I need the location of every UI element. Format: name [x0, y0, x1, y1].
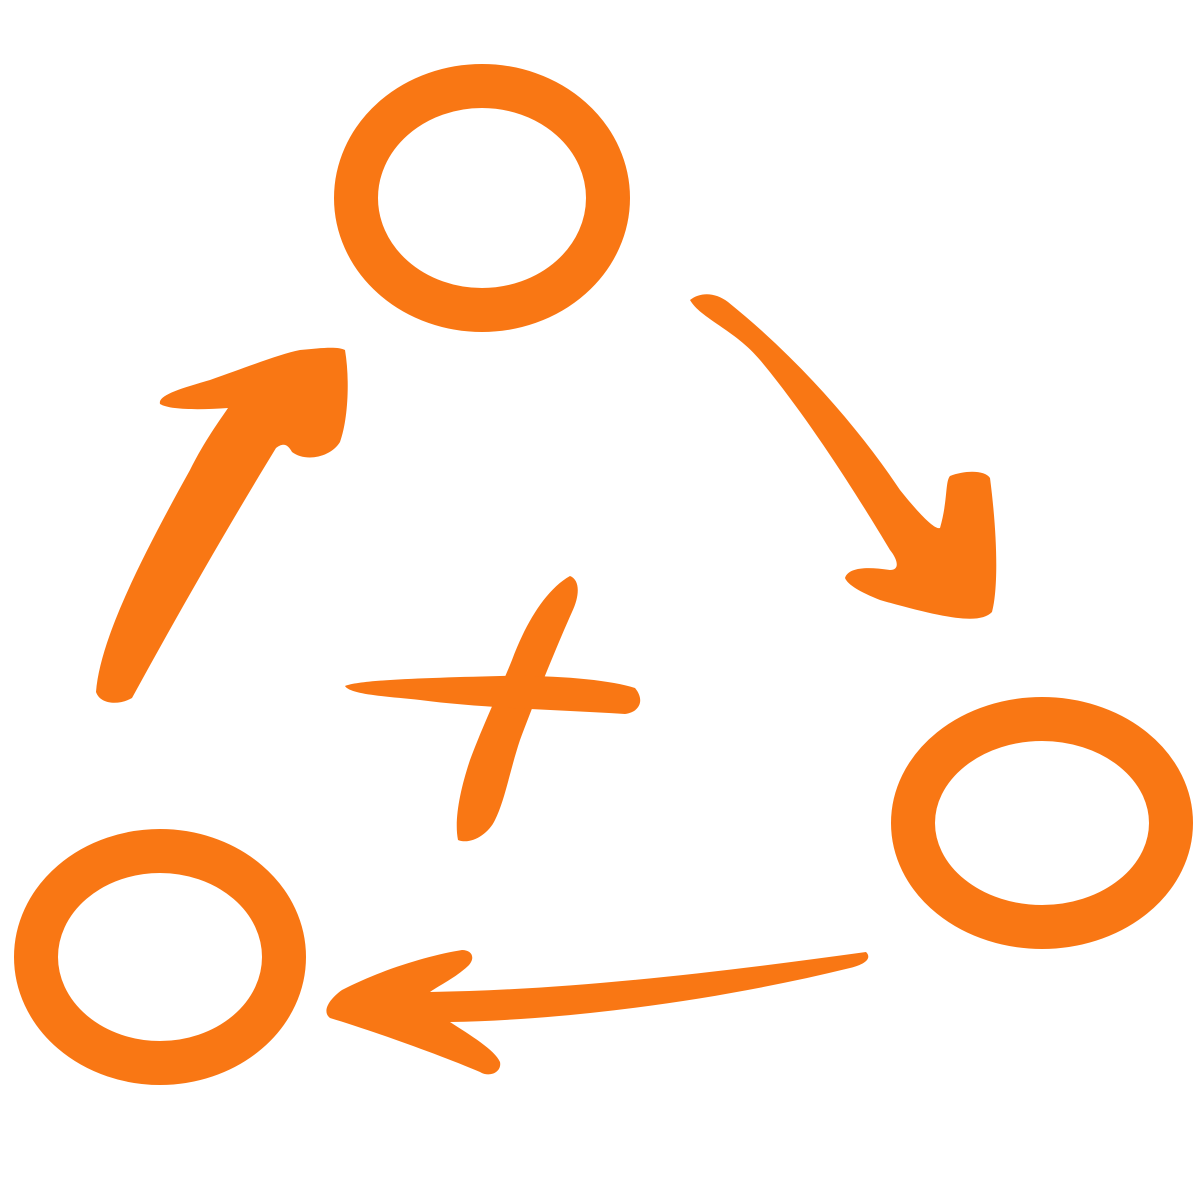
arrow-right-to-bottom-left-icon — [326, 950, 869, 1075]
node-top-circle — [334, 64, 630, 332]
arrow-bottom-left-to-top-icon — [96, 347, 348, 703]
node-bottom-left-circle — [14, 829, 306, 1085]
node-right-circle — [891, 697, 1193, 949]
plus-icon — [345, 576, 641, 842]
arrow-top-to-right-icon — [690, 294, 997, 619]
